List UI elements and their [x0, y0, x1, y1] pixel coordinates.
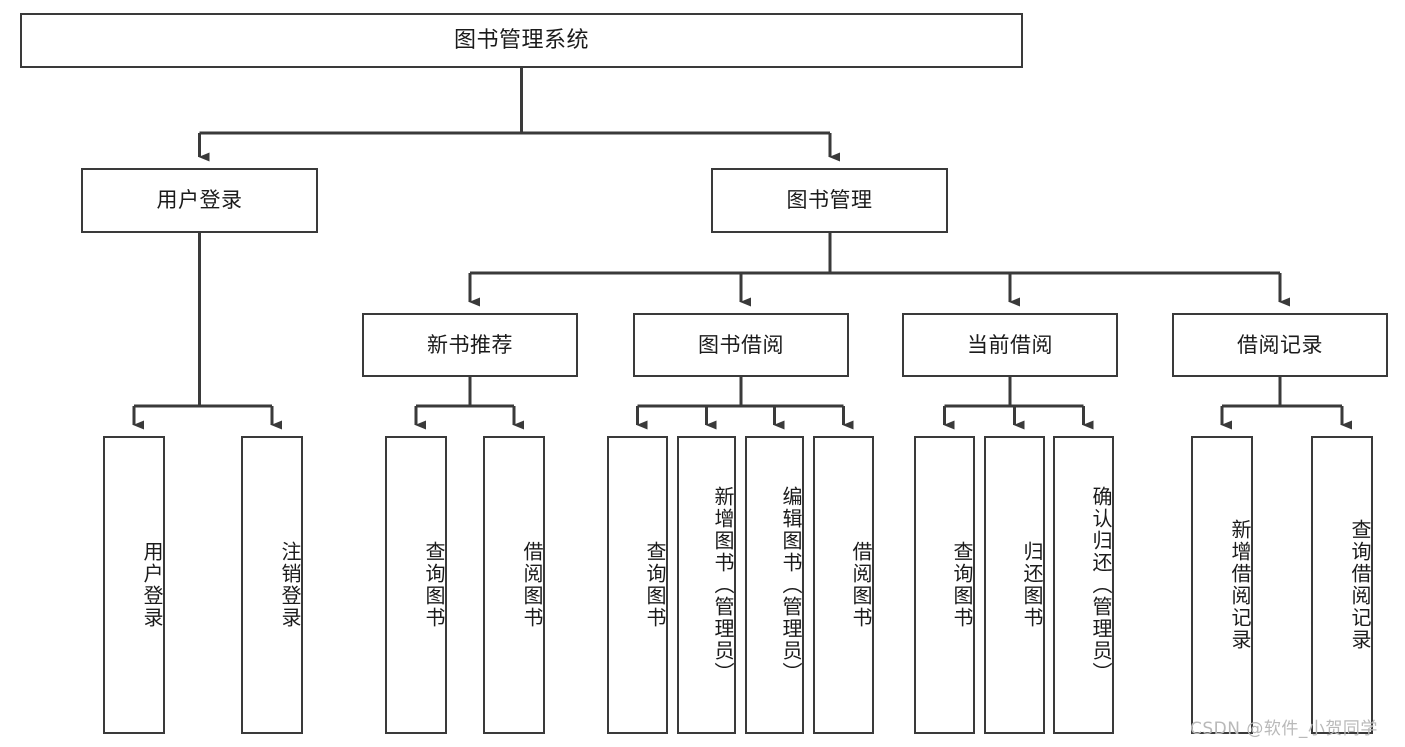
- leaf-query-book-borrowing[interactable]: 查询图书: [607, 436, 668, 734]
- node-book-borrowing[interactable]: 图书借阅: [633, 313, 849, 377]
- node-root-system[interactable]: 图书管理系统: [20, 13, 1023, 68]
- edges-userlogin-to-leaves: [132, 233, 282, 430]
- node-current-borrowing[interactable]: 当前借阅: [902, 313, 1118, 377]
- edges-borrowrecord-to-leaves: [1220, 377, 1352, 430]
- leaf-confirm-return-admin[interactable]: 确认归还（管理员）: [1053, 436, 1114, 734]
- leaf-query-book-current[interactable]: 查询图书: [914, 436, 975, 734]
- leaf-user-login[interactable]: 用户登录: [103, 436, 165, 734]
- csdn-watermark: CSDN @软件_小贺同学: [1190, 719, 1378, 739]
- leaf-edit-book-admin[interactable]: 编辑图书（管理员）: [745, 436, 804, 734]
- node-book-management[interactable]: 图书管理: [711, 168, 948, 233]
- node-borrowing-record[interactable]: 借阅记录: [1172, 313, 1388, 377]
- leaf-query-borrow-record[interactable]: 查询借阅记录: [1311, 436, 1373, 734]
- edges-currentborrow-to-leaves: [943, 377, 1094, 430]
- leaf-query-book-newbook[interactable]: 查询图书: [385, 436, 447, 734]
- edges-root-to-level2: [198, 68, 840, 162]
- edges-bookborrow-to-leaves: [636, 377, 854, 430]
- node-new-book-recommendation[interactable]: 新书推荐: [362, 313, 578, 377]
- leaf-return-book[interactable]: 归还图书: [984, 436, 1045, 734]
- edges-newbook-to-leaves: [414, 377, 524, 430]
- node-user-login[interactable]: 用户登录: [81, 168, 318, 233]
- leaf-add-borrow-record[interactable]: 新增借阅记录: [1191, 436, 1253, 734]
- leaf-add-book-admin[interactable]: 新增图书（管理员）: [677, 436, 736, 734]
- leaf-borrow-book-newbook[interactable]: 借阅图书: [483, 436, 545, 734]
- leaf-borrow-book-borrowing[interactable]: 借阅图书: [813, 436, 874, 734]
- edges-booksys-to-level3: [468, 233, 1290, 307]
- leaf-logout[interactable]: 注销登录: [241, 436, 303, 734]
